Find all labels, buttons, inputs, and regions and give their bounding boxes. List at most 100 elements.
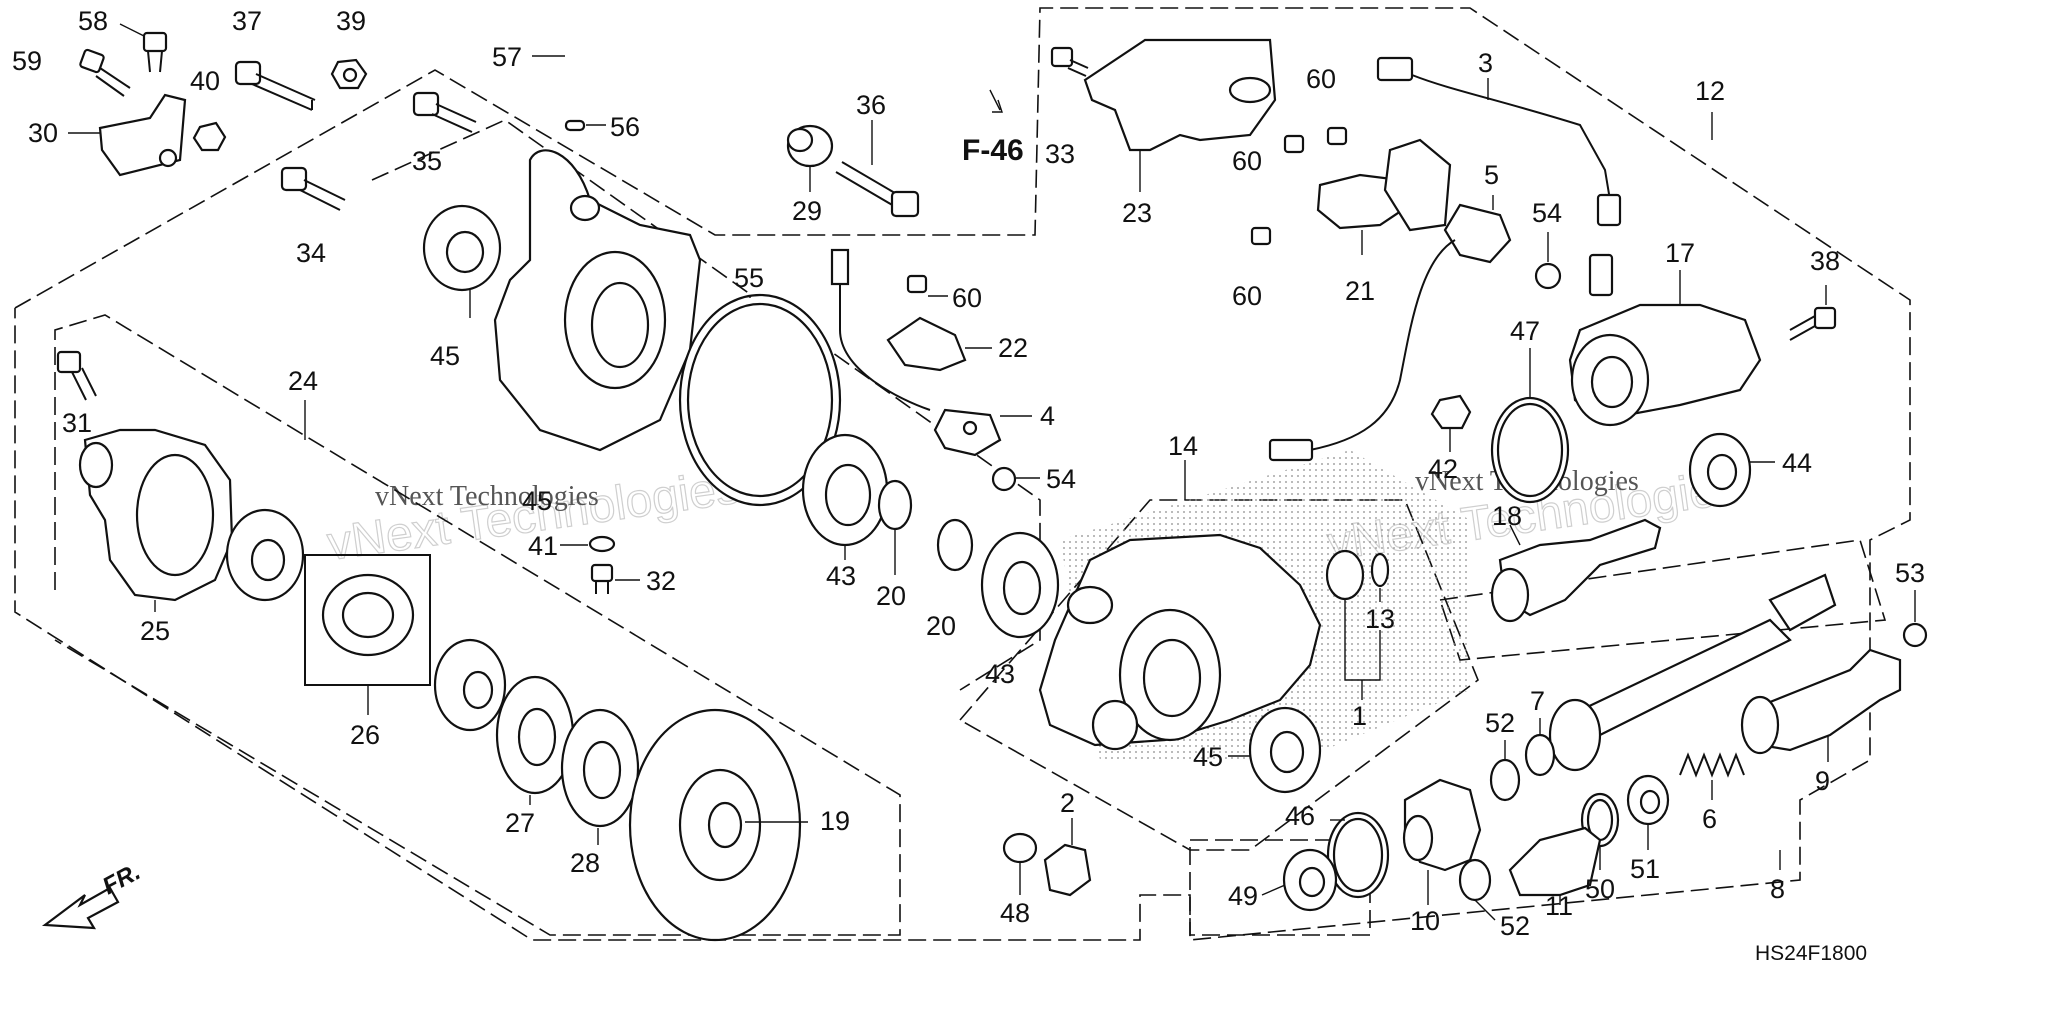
bolt-32 [590, 563, 614, 583]
callout-38: 38 [1810, 246, 1840, 276]
callout-52-upper: 52 [1485, 708, 1515, 738]
shim-20-left [877, 479, 913, 531]
gear-case-14-seat [1091, 699, 1139, 751]
callout-13: 13 [1365, 604, 1395, 634]
callout-31: 31 [62, 408, 92, 438]
circlip-53 [1902, 622, 1928, 648]
callout-7: 7 [1530, 686, 1545, 716]
callout-24: 24 [288, 366, 318, 396]
callout-25: 25 [140, 616, 170, 646]
callout-43-a: 43 [826, 561, 856, 591]
callout-40: 40 [190, 66, 220, 96]
callout-2: 2 [1060, 788, 1075, 818]
bolt-38 [1813, 306, 1837, 330]
callout-6: 6 [1702, 804, 1717, 834]
actuator-17-connector [1588, 253, 1614, 297]
shim-28-inner [582, 740, 622, 800]
callout-4: 4 [1040, 401, 1055, 431]
callout-41: 41 [528, 531, 558, 561]
bolt-36-head [890, 190, 920, 218]
outline-case-group [371, 119, 1041, 691]
callout-3: 3 [1478, 48, 1493, 78]
callout-36: 36 [856, 90, 886, 120]
callout-60-a: 60 [1306, 64, 1336, 94]
callout-53: 53 [1895, 558, 1925, 588]
shim-20-right [936, 518, 974, 572]
callout-60-d: 60 [952, 283, 982, 313]
bolt-35 [412, 91, 440, 117]
leader-lines [68, 23, 1916, 921]
callout-58: 58 [78, 6, 108, 36]
reference-label: F-46 [962, 134, 1024, 167]
circlip-7 [1524, 733, 1556, 777]
cv-joint-9 [1748, 648, 1902, 752]
group-outlines [14, 7, 1911, 941]
callout-50: 50 [1585, 874, 1615, 904]
bolt-60-a [1283, 134, 1305, 154]
callout-23: 23 [1122, 198, 1152, 228]
leader-1 [1344, 600, 1381, 700]
callout-17: 17 [1665, 238, 1695, 268]
diff-cam-block-inner [250, 538, 286, 582]
bolt-35-shank [431, 103, 477, 133]
breather-hose-57-inner [562, 28, 993, 111]
callout-30: 30 [28, 118, 58, 148]
callout-14: 14 [1168, 431, 1198, 461]
bolt-36-shank [835, 161, 901, 207]
washer-54-upper [1534, 262, 1562, 290]
callout-11: 11 [1545, 891, 1573, 921]
bolt-33 [1050, 46, 1074, 68]
sensor-4-hole [962, 420, 978, 436]
bolt-37 [234, 60, 262, 86]
callout-34: 34 [296, 238, 326, 268]
bolt-33-shank [1067, 59, 1089, 77]
callout-42: 42 [1428, 454, 1458, 484]
leader-52b [1474, 899, 1496, 921]
callout-54-upper: 54 [1532, 198, 1562, 228]
connector-3-plug [1376, 56, 1414, 82]
callout-18: 18 [1492, 501, 1522, 531]
callout-57: 57 [492, 42, 522, 72]
callout-49: 49 [1228, 881, 1258, 911]
cover-plate-23-tab [1228, 76, 1272, 104]
seal-49-inner [1298, 866, 1326, 898]
washer-48 [1002, 832, 1038, 864]
callout-5: 5 [1484, 160, 1499, 190]
callout-43-b: 43 [985, 659, 1015, 689]
connector-3-wire [1411, 74, 1611, 201]
drive-shaft-spline [1548, 698, 1602, 772]
callout-19: 19 [820, 806, 850, 836]
bolt-59 [79, 48, 105, 74]
washer-54-lower [991, 466, 1017, 492]
callout-59: 59 [12, 46, 42, 76]
leader-49 [1261, 884, 1286, 896]
callout-10: 10 [1410, 906, 1440, 936]
nut-40 [192, 121, 227, 152]
callout-39: 39 [336, 6, 366, 36]
bolt-38-shank [1789, 315, 1816, 341]
callout-27: 27 [505, 808, 535, 838]
ring-52-lower [1458, 858, 1492, 902]
bolt-60-c [1250, 226, 1272, 246]
bolt-37-shank [251, 73, 316, 111]
seal-44-inner [1706, 453, 1738, 491]
cv-joint-9-face [1740, 695, 1780, 755]
seal-51-inner [1639, 789, 1661, 815]
ring-52-upper [1489, 758, 1521, 802]
callout-45-a: 45 [430, 341, 460, 371]
pinion-gear-18-face [1490, 567, 1530, 623]
callout-56: 56 [610, 112, 640, 142]
o-ring-55-inner [686, 302, 834, 498]
callout-55: 55 [734, 263, 764, 293]
breather-hose-57 [564, 30, 991, 111]
bolt-34 [280, 166, 308, 192]
bearing-43-right-inner [1002, 560, 1042, 616]
callout-32: 32 [646, 566, 676, 596]
bearing-43-left-inner [824, 463, 872, 527]
bolt-58 [142, 31, 168, 53]
nut-42 [1430, 394, 1472, 430]
shim-27-inner [517, 707, 557, 767]
parts [56, 28, 1928, 942]
